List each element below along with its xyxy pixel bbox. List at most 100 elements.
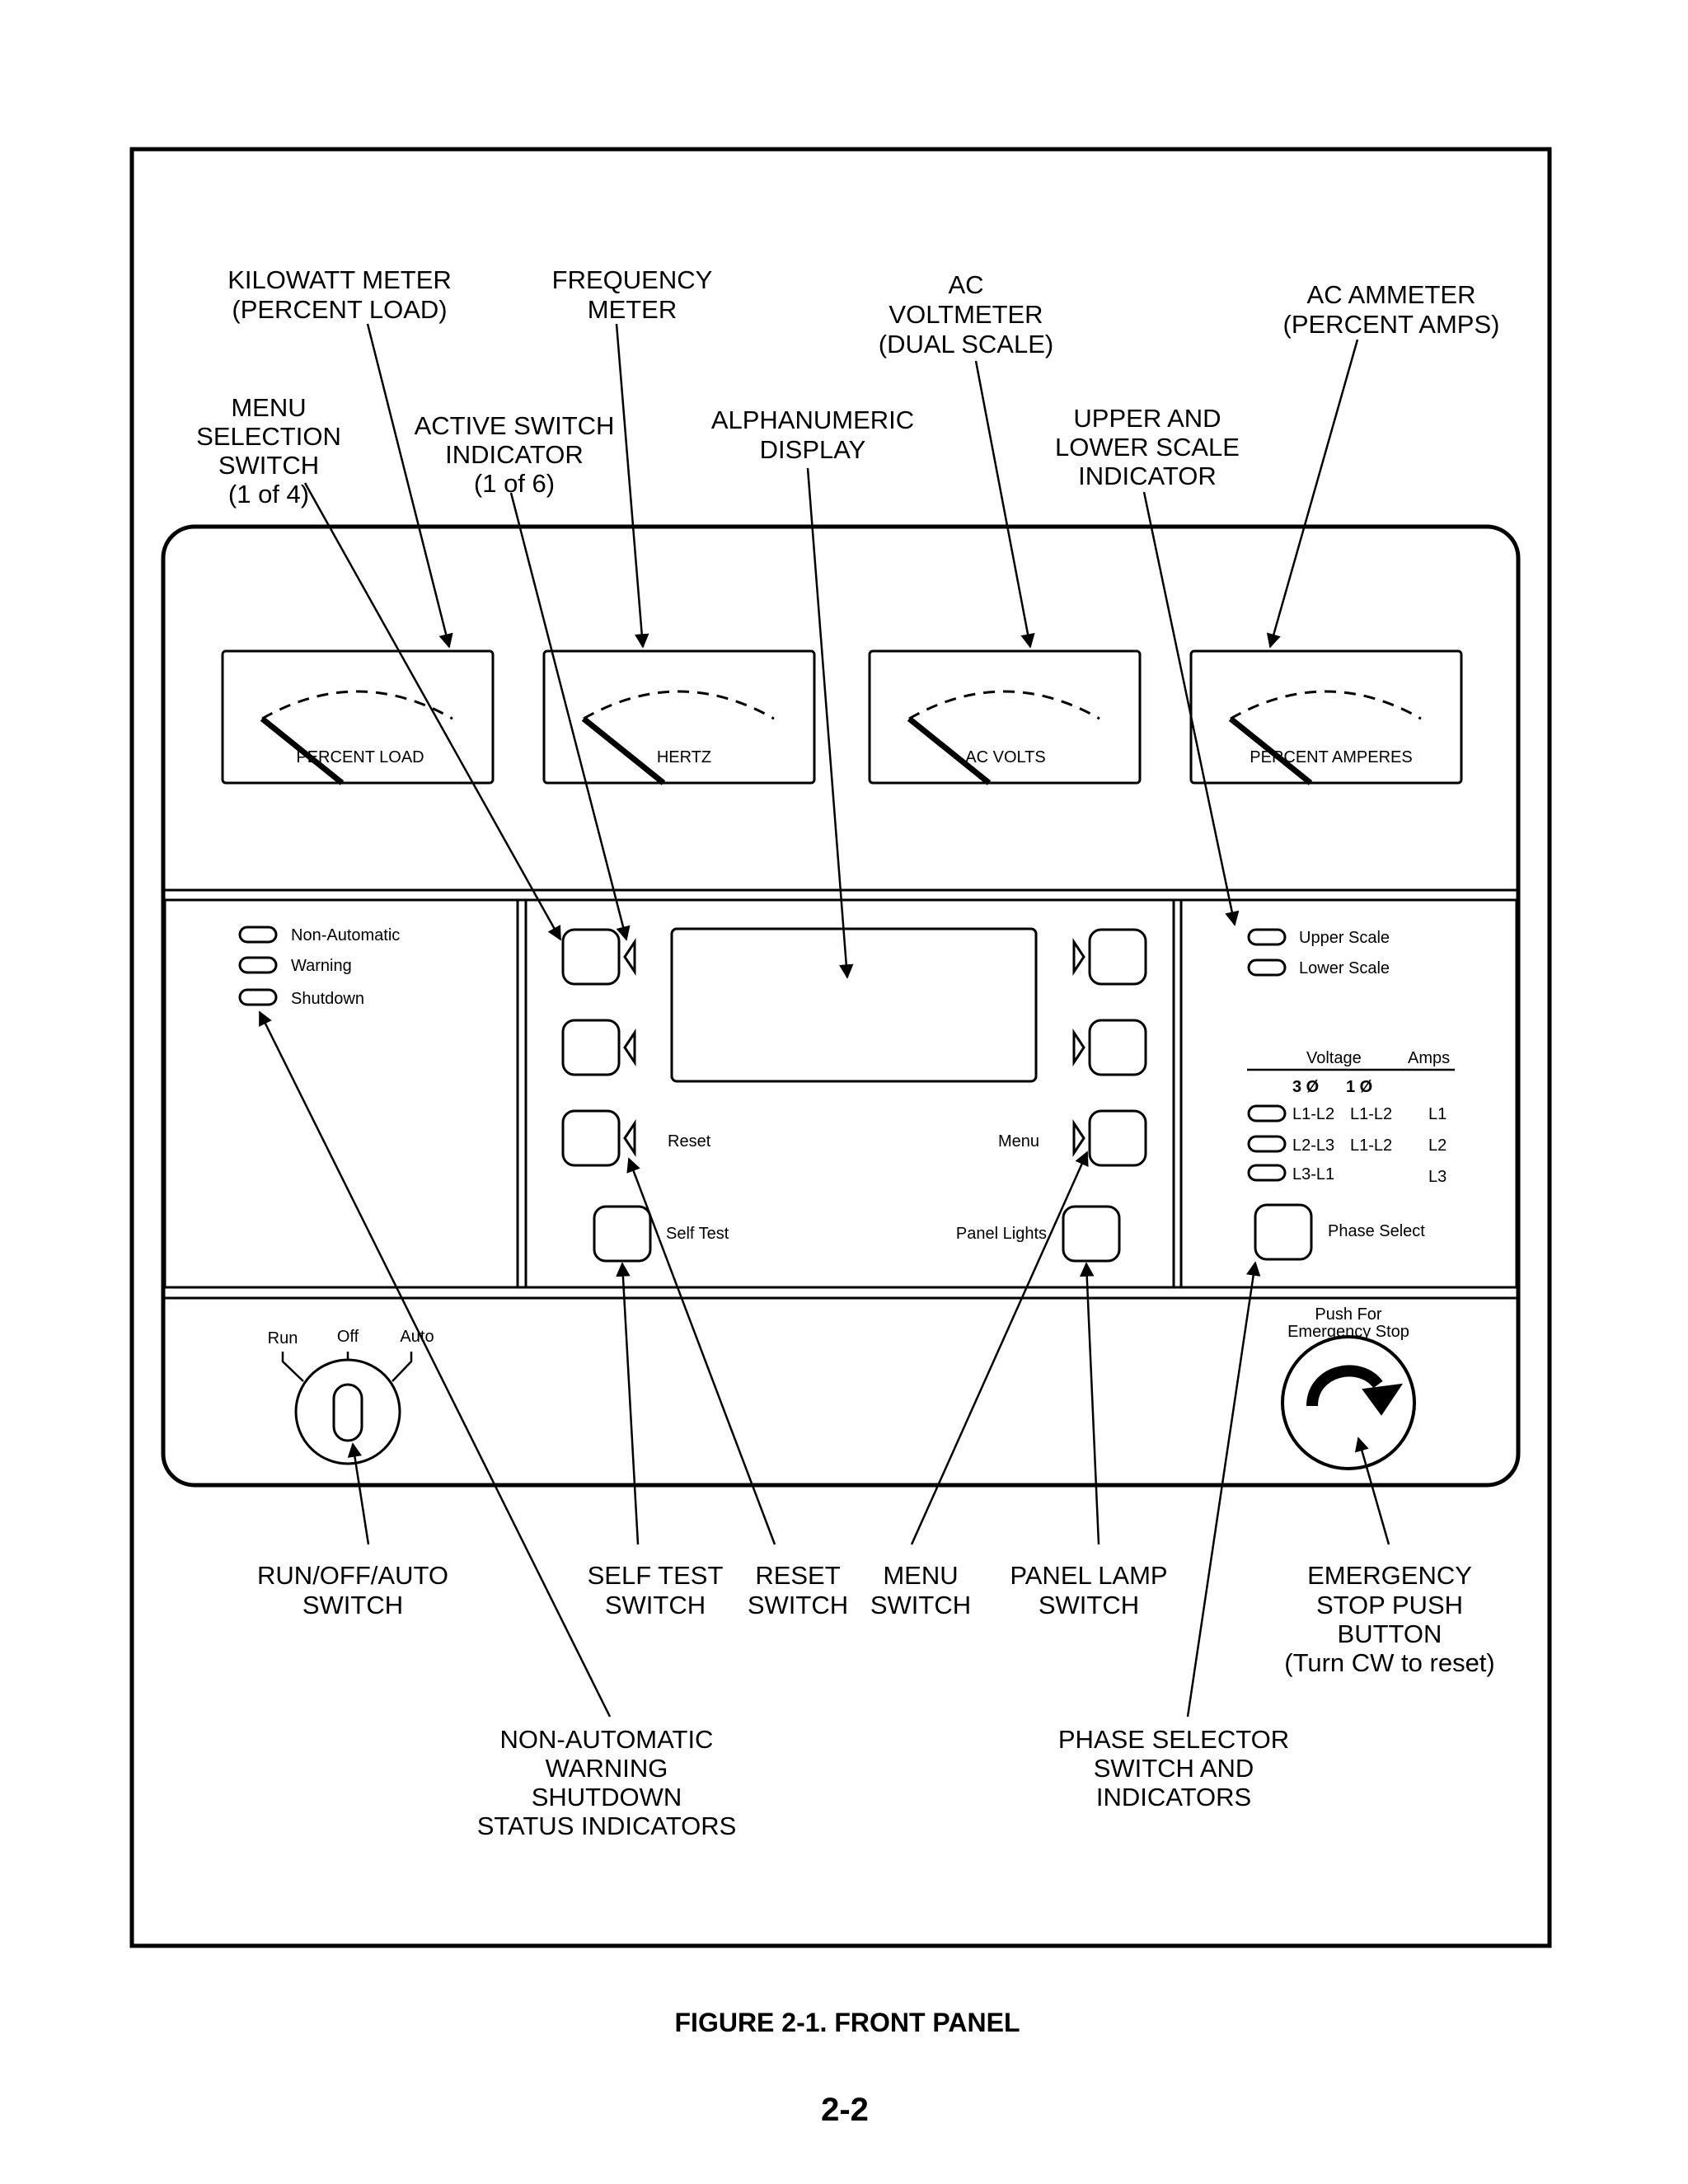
svg-text:AC AMMETER: AC AMMETER — [1307, 280, 1476, 309]
control-section — [524, 898, 1175, 1289]
reset-label: Reset — [668, 1132, 711, 1151]
phase-row-2-amps: L2 — [1428, 1137, 1447, 1155]
figure-caption: FIGURE 2-1. FRONT PANEL — [675, 2008, 1020, 2037]
svg-text:SWITCH: SWITCH — [605, 1591, 706, 1619]
svg-text:INDICATOR: INDICATOR — [1078, 462, 1217, 490]
key-position-off: Off — [337, 1328, 359, 1346]
menu-selection-button-right-2[interactable] — [1088, 1019, 1147, 1076]
svg-text:SWITCH: SWITCH — [302, 1591, 403, 1619]
callout-status-indicators: NON-AUTOMATIC WARNING SHUTDOWN STATUS IN… — [477, 1725, 737, 1840]
menu-selection-button-left-2[interactable] — [561, 1019, 621, 1076]
ac-voltmeter: AC VOLTS — [868, 649, 1142, 785]
svg-text:(1 of 4): (1 of 4) — [228, 480, 309, 509]
active-switch-indicator-reset — [623, 1119, 636, 1157]
svg-text:SWITCH AND: SWITCH AND — [1094, 1754, 1254, 1783]
phase-row-1-amps: L1 — [1428, 1105, 1447, 1123]
callout-panel-lamp-switch: PANEL LAMP SWITCH — [1010, 1561, 1167, 1619]
svg-text:STATUS INDICATORS: STATUS INDICATORS — [477, 1811, 737, 1840]
svg-text:ALPHANUMERIC: ALPHANUMERIC — [711, 405, 914, 434]
svg-text:SWITCH: SWITCH — [218, 451, 319, 480]
svg-text:MENU: MENU — [883, 1561, 958, 1590]
menu-button[interactable] — [1088, 1109, 1147, 1167]
svg-text:DISPLAY: DISPLAY — [760, 435, 866, 464]
svg-text:ACTIVE SWITCH: ACTIVE SWITCH — [415, 411, 615, 440]
reset-button[interactable] — [561, 1109, 621, 1167]
svg-text:STOP PUSH: STOP PUSH — [1316, 1591, 1463, 1619]
svg-text:UPPER AND: UPPER AND — [1073, 404, 1221, 433]
self-test-button[interactable] — [593, 1205, 652, 1263]
gauge-label-hertz: HERTZ — [657, 748, 711, 766]
phase-header-amps: Amps — [1408, 1049, 1450, 1067]
phase-row-3-3ph: L3-L1 — [1292, 1165, 1334, 1183]
status-label-non-automatic: Non-Automatic — [291, 926, 400, 944]
svg-text:(PERCENT LOAD): (PERCENT LOAD) — [232, 295, 447, 324]
svg-text:PANEL LAMP: PANEL LAMP — [1010, 1561, 1167, 1590]
frequency-meter: HERTZ — [542, 649, 816, 785]
emergency-stop-button[interactable]: Push For Emergency Stop — [1281, 1305, 1416, 1470]
panel-lights-label: Panel Lights — [956, 1225, 1047, 1243]
svg-text:SWITCH: SWITCH — [1039, 1591, 1139, 1619]
svg-text:SWITCH: SWITCH — [748, 1591, 848, 1619]
run-off-auto-switch[interactable]: Run Off Auto — [268, 1328, 434, 1465]
svg-text:INDICATORS: INDICATORS — [1096, 1783, 1251, 1811]
svg-text:SELECTION: SELECTION — [196, 422, 341, 451]
phase-row-2-3ph: L2-L3 — [1292, 1137, 1334, 1155]
svg-text:SWITCH: SWITCH — [870, 1591, 971, 1619]
svg-text:RUN/OFF/AUTO: RUN/OFF/AUTO — [257, 1561, 448, 1590]
svg-text:SELF TEST: SELF TEST — [588, 1561, 724, 1590]
svg-text:METER: METER — [588, 295, 678, 324]
phase-row-2-1ph: L1-L2 — [1350, 1137, 1392, 1155]
svg-text:LOWER SCALE: LOWER SCALE — [1055, 433, 1240, 462]
svg-text:EMERGENCY: EMERGENCY — [1307, 1561, 1472, 1590]
led-phase-l2-l3 — [1247, 1135, 1287, 1153]
callout-phase-selector: PHASE SELECTOR SWITCH AND INDICATORS — [1058, 1725, 1289, 1811]
panel-lights-button[interactable] — [1062, 1205, 1121, 1263]
svg-text:BUTTON: BUTTON — [1338, 1619, 1442, 1648]
status-label-warning: Warning — [291, 957, 352, 975]
callout-alphanumeric-display: ALPHANUMERIC DISPLAY — [711, 405, 914, 464]
phase-subheader-3ph: 3 Ø — [1292, 1078, 1319, 1096]
active-switch-indicator-right-2 — [1072, 1029, 1085, 1066]
phase-table: Voltage Amps 3 Ø 1 Ø L1-L2 L1-L2 L1 L2-L… — [1247, 1049, 1455, 1186]
svg-text:KILOWATT METER: KILOWATT METER — [227, 265, 452, 294]
kilowatt-meter: PERCENT LOAD — [221, 649, 495, 785]
callout-frequency-meter: FREQUENCY METER — [552, 265, 713, 324]
led-lower-scale — [1247, 958, 1287, 977]
active-switch-indicator-left-1 — [623, 938, 636, 976]
status-section — [163, 898, 519, 1289]
active-switch-indicator-menu — [1072, 1119, 1085, 1157]
phase-row-3-amps: L3 — [1428, 1168, 1447, 1186]
gauge-label-percent-amperes: PERCENT AMPERES — [1250, 748, 1412, 766]
callout-run-off-auto-switch: RUN/OFF/AUTO SWITCH — [257, 1561, 448, 1619]
svg-text:SHUTDOWN: SHUTDOWN — [532, 1783, 682, 1811]
lower-scale-label: Lower Scale — [1299, 959, 1390, 977]
alphanumeric-display — [670, 927, 1038, 1083]
phase-header-voltage: Voltage — [1306, 1049, 1362, 1067]
status-indicators: Non-Automatic Warning Shutdown — [238, 926, 400, 1008]
active-switch-indicator-right-1 — [1072, 938, 1085, 976]
svg-text:PHASE SELECTOR: PHASE SELECTOR — [1058, 1725, 1289, 1754]
led-upper-scale — [1247, 928, 1287, 946]
led-phase-l3-l1 — [1247, 1164, 1287, 1182]
callout-kilowatt-meter: KILOWATT METER (PERCENT LOAD) — [227, 265, 452, 324]
led-non-automatic — [238, 926, 278, 944]
estop-label-line-1: Push For — [1315, 1305, 1381, 1324]
phase-section — [1179, 898, 1518, 1289]
figure-frame — [129, 147, 1552, 1948]
svg-text:NON-AUTOMATIC: NON-AUTOMATIC — [500, 1725, 714, 1754]
callout-scale-indicator: UPPER AND LOWER SCALE INDICATOR — [1055, 404, 1240, 490]
svg-text:(DUAL SCALE): (DUAL SCALE) — [879, 330, 1053, 359]
phase-select-label: Phase Select — [1328, 1222, 1425, 1240]
callout-emergency-stop: EMERGENCY STOP PUSH BUTTON (Turn CW to r… — [1284, 1561, 1495, 1677]
page-number: 2-2 — [821, 2092, 869, 2128]
callout-ac-voltmeter: AC VOLTMETER (DUAL SCALE) — [879, 270, 1053, 359]
menu-selection-button-left-1[interactable] — [561, 928, 621, 986]
menu-selection-button-right-1[interactable] — [1088, 928, 1147, 986]
svg-text:FREQUENCY: FREQUENCY — [552, 265, 713, 294]
gauge-label-ac-volts: AC VOLTS — [965, 748, 1045, 766]
callout-reset-switch: RESET SWITCH — [748, 1561, 848, 1619]
menu-label: Menu — [998, 1132, 1039, 1151]
phase-select-button[interactable] — [1254, 1203, 1313, 1261]
phase-row-1-3ph: L1-L2 — [1292, 1105, 1334, 1123]
